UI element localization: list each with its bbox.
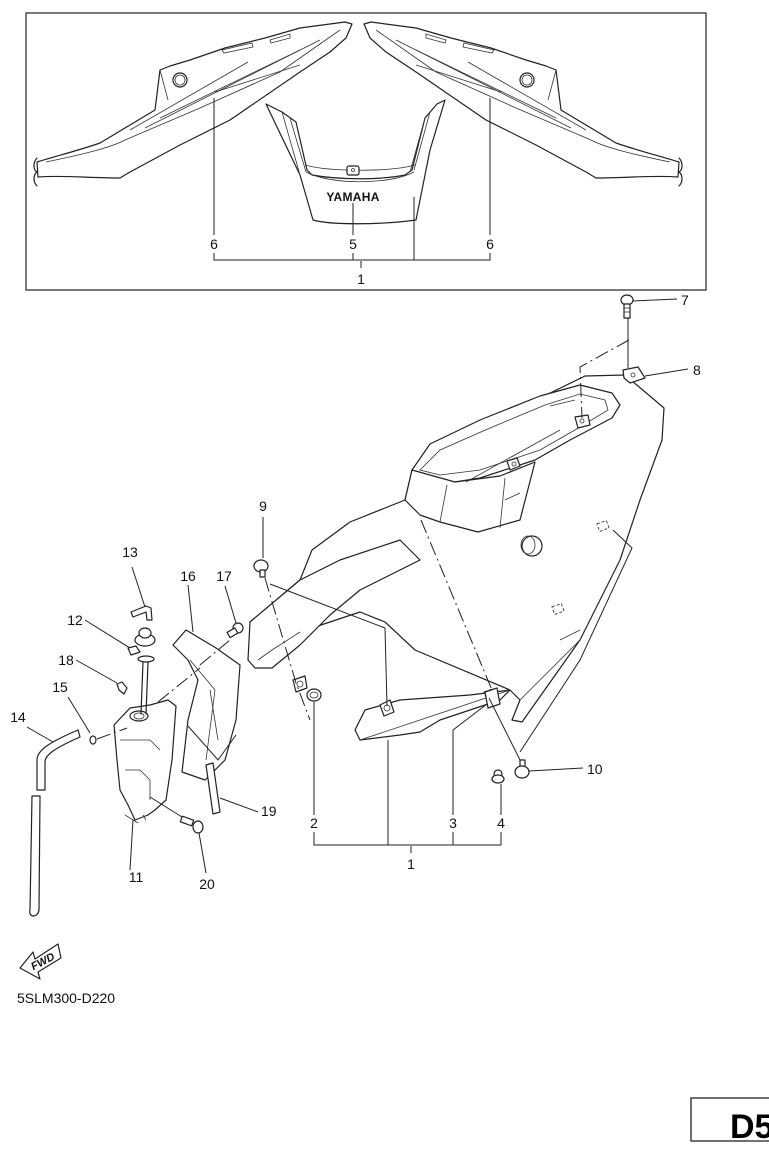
callout-11: 11 — [129, 869, 144, 885]
inset-frame — [25, 12, 707, 291]
brand-logo-text: YAMAHA — [326, 190, 379, 204]
inset-panel: YAMAHA 6 5 6 1 — [25, 12, 707, 291]
elbow-13 — [130, 566, 153, 621]
strip-19 — [187, 725, 259, 815]
clamp-18 — [75, 659, 128, 695]
hose-14 — [26, 726, 81, 917]
callout-13: 13 — [122, 544, 138, 560]
callout-16: 16 — [180, 568, 196, 584]
callout-1-inset: 1 — [357, 271, 365, 287]
diagram-code: 5SLM300-D220 — [17, 990, 115, 1006]
callout-15: 15 — [52, 679, 68, 695]
forward-direction-arrow-icon: FWD — [19, 943, 62, 980]
callout-17: 17 — [216, 568, 232, 584]
callout-3: 3 — [449, 815, 457, 831]
seat-cowl-assembly — [247, 374, 665, 741]
callout-18: 18 — [58, 652, 74, 668]
callout-12: 12 — [67, 612, 83, 628]
bolt-20 — [149, 796, 207, 874]
callout-2: 2 — [310, 815, 318, 831]
side-cover-right — [363, 21, 683, 187]
callout-19: 19 — [261, 803, 277, 819]
callout-1: 1 — [407, 856, 415, 872]
callout-20: 20 — [199, 876, 215, 892]
page-label: D5 — [730, 1108, 769, 1146]
callout-6-right: 6 — [486, 236, 494, 252]
main-leaders-1 — [313, 740, 502, 853]
reservoir-tank-11 — [113, 699, 177, 871]
clip-15 — [67, 696, 128, 745]
callout-6-left: 6 — [210, 236, 218, 252]
cap-12 — [84, 619, 156, 715]
screw-7 — [620, 294, 678, 319]
callout-5: 5 — [349, 236, 357, 252]
tail-cover: YAMAHA — [265, 99, 446, 225]
callout-10: 10 — [587, 761, 603, 777]
callout-9: 9 — [259, 498, 267, 514]
callout-8: 8 — [693, 362, 701, 378]
bolt-9 — [253, 517, 269, 578]
page-label-box: D5 — [690, 1097, 769, 1146]
callout-4: 4 — [497, 815, 505, 831]
inset-leaders — [213, 98, 491, 268]
fastener-10 — [514, 759, 530, 779]
clip-nut-8 — [622, 366, 689, 384]
bracket-16 — [172, 584, 241, 781]
rivet-4 — [491, 769, 505, 784]
clip-3 — [484, 687, 501, 709]
grommet-2 — [306, 688, 322, 702]
callout-14: 14 — [10, 709, 26, 725]
callout-7: 7 — [681, 292, 689, 308]
bolt-17 — [224, 585, 244, 639]
side-cover-left — [33, 21, 353, 187]
